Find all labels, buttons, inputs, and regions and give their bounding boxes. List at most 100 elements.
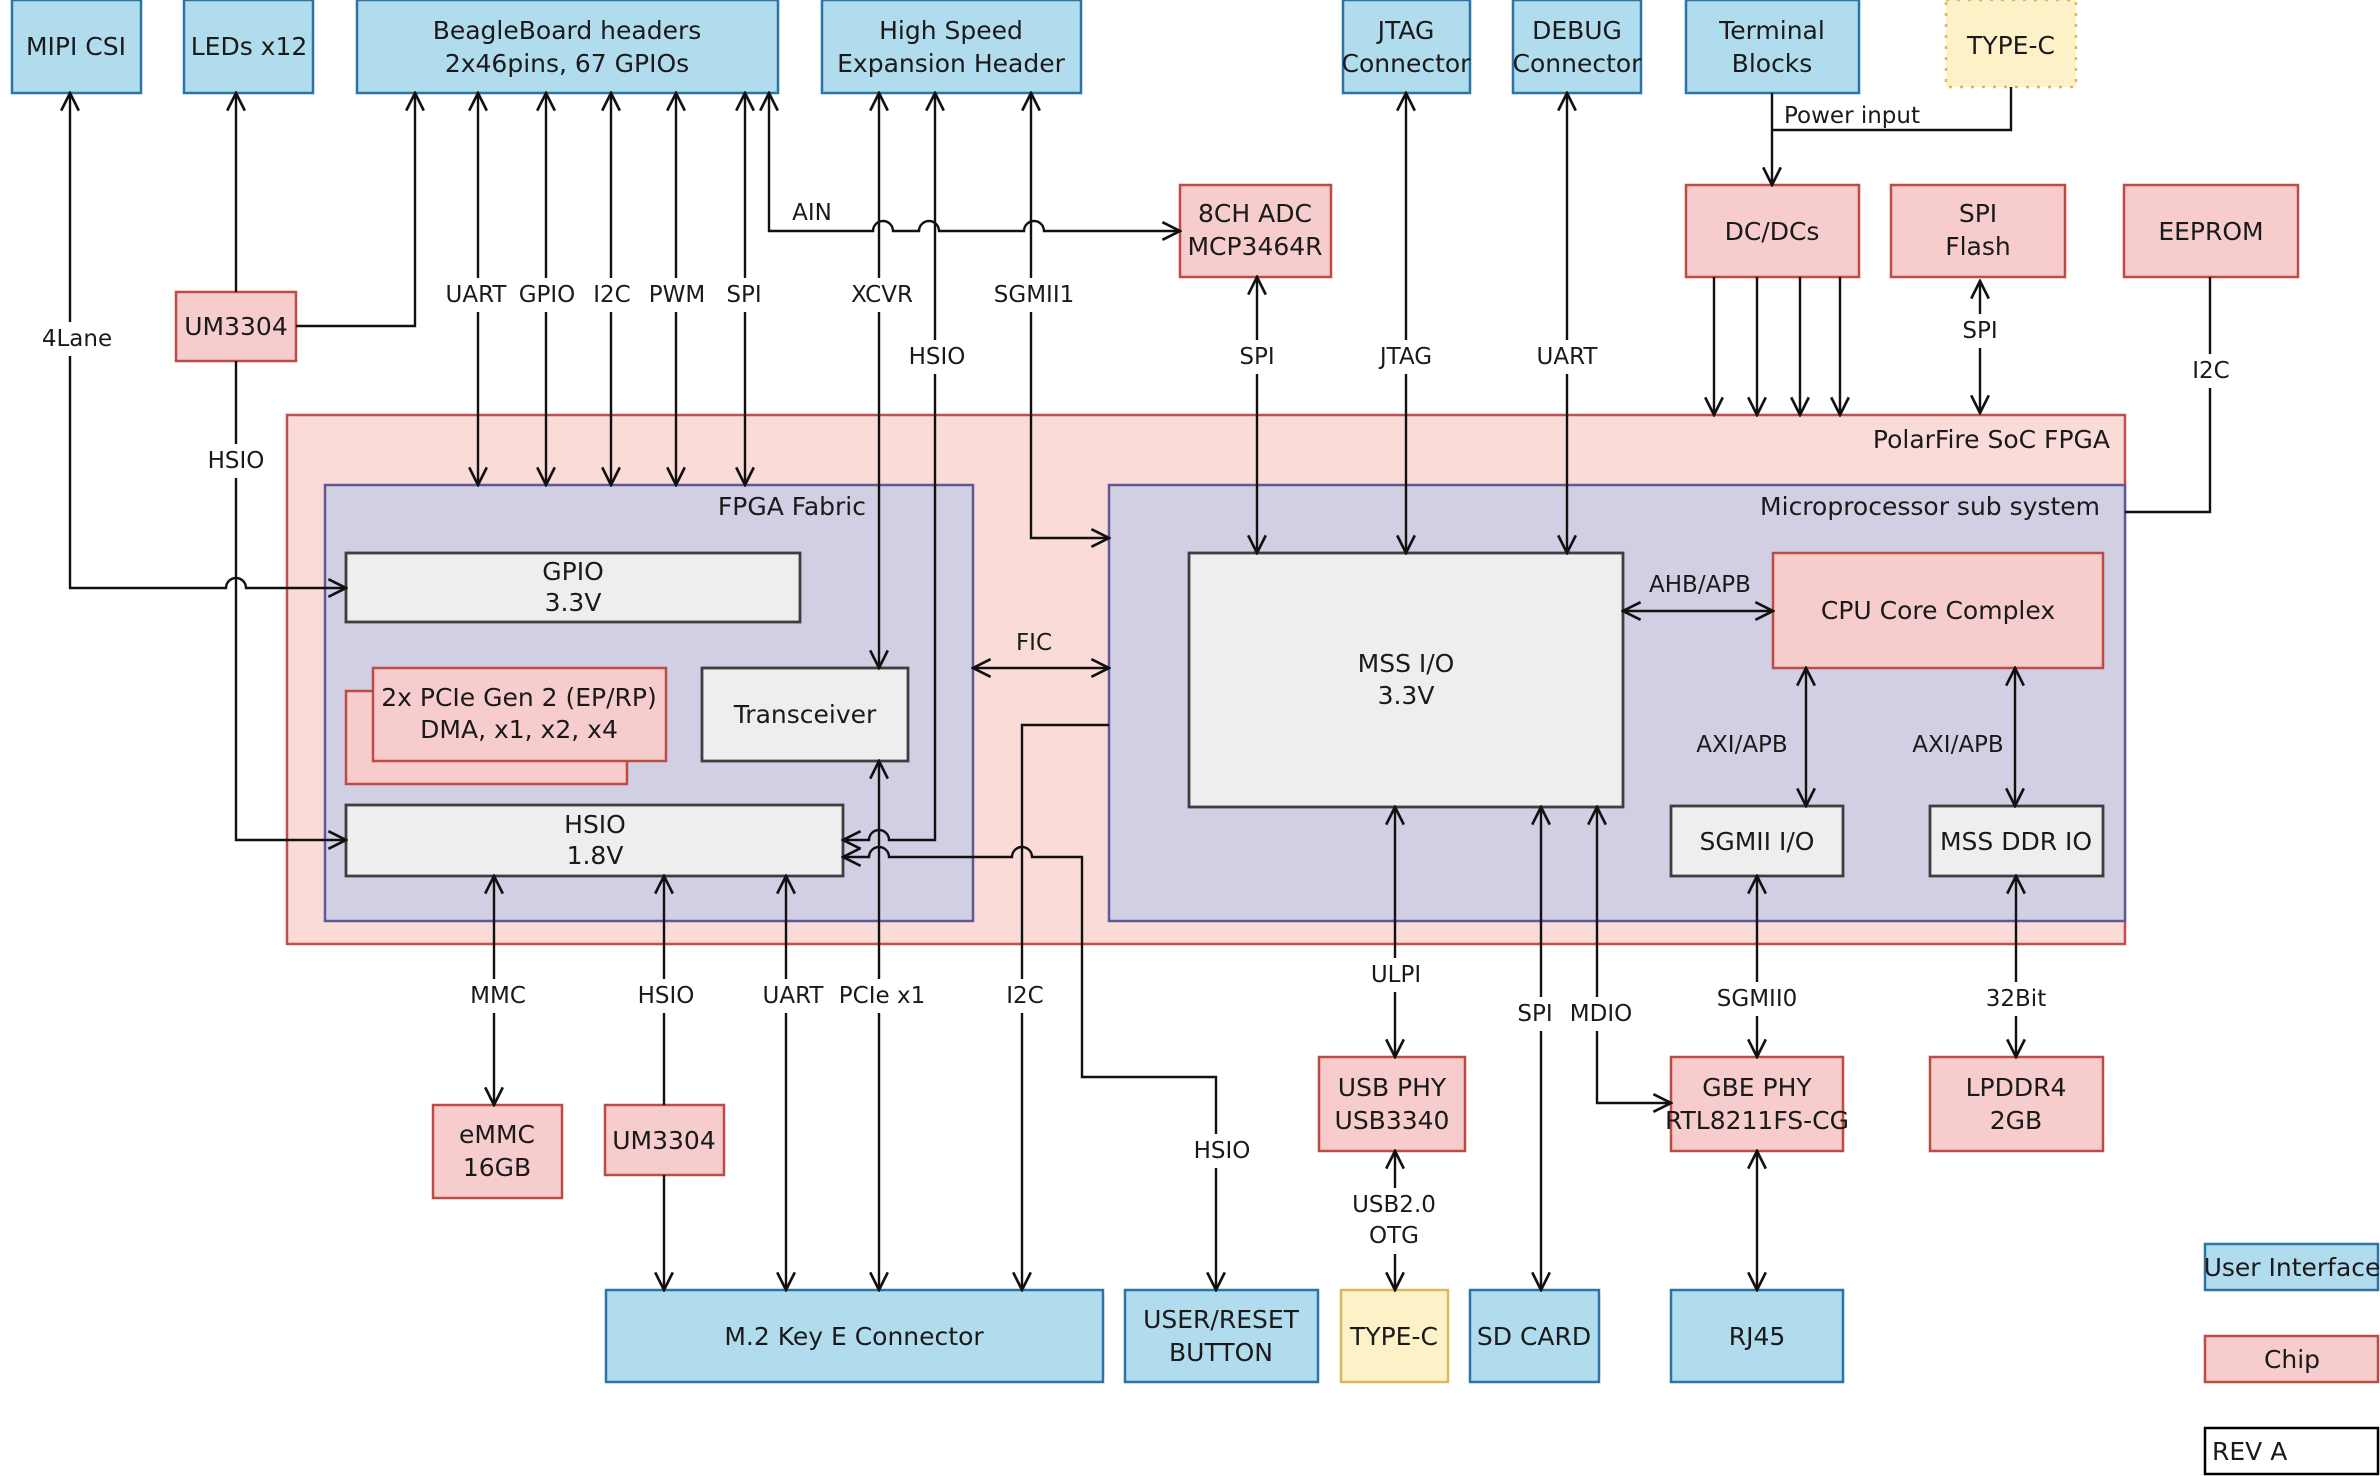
signal-text: SPI xyxy=(1962,318,1997,344)
signal-label-ain: AIN xyxy=(792,200,832,226)
signal-label-hsio-left: HSIO xyxy=(204,444,268,478)
signal-text: 32Bit xyxy=(1986,986,2046,1012)
signal-label-bg xyxy=(1003,979,1047,1013)
signal-label-pcie-x1: PCIe x1 xyxy=(835,979,929,1013)
mss-ddr-io-label: MSS DDR IO xyxy=(1940,827,2092,856)
signal-text: GPIO xyxy=(519,282,576,308)
jtag-connector[interactable]: JTAG Connector xyxy=(1342,0,1472,95)
wire-mdio xyxy=(1597,807,1671,1103)
signal-text: OTG xyxy=(1369,1223,1419,1249)
signal-label-uart-m2: UART xyxy=(759,979,828,1013)
signal-text: UART xyxy=(763,983,825,1009)
signal-label-mmc: MMC xyxy=(467,979,529,1013)
signal-text: 4Lane xyxy=(42,326,112,352)
um3304-bottom-chip[interactable]: UM3304 xyxy=(603,1103,726,1177)
signal-label-pwm-bb: PWM xyxy=(645,278,709,312)
sd-card-label: SD CARD xyxy=(1477,1322,1591,1351)
revision-box: REV A xyxy=(2203,1426,2380,1476)
signal-text: SPI xyxy=(726,282,761,308)
mss-title: Microprocessor sub system xyxy=(1760,492,2100,521)
typec-usb-connector[interactable]: TYPE-C xyxy=(1339,1288,1450,1384)
beagleboard-label: BeagleBoard headers xyxy=(433,16,702,45)
sgmii-io-block[interactable]: SGMII I/O xyxy=(1669,804,1845,878)
user-reset-button[interactable]: USER/RESET BUTTON xyxy=(1123,1288,1320,1384)
sgmii-io-label: SGMII I/O xyxy=(1700,827,1815,856)
hsio-block[interactable]: HSIO 1.8V xyxy=(344,803,845,878)
signal-text: I2C xyxy=(593,282,630,308)
dcdc-label: DC/DCs xyxy=(1725,217,1820,246)
signal-label-xcvr: XCVR xyxy=(848,278,916,312)
gpio-label: GPIO xyxy=(542,557,604,586)
signal-text: AHB/APB xyxy=(1649,572,1751,598)
wire-um3304-bb xyxy=(296,93,415,328)
signal-text: I2C xyxy=(1006,983,1043,1009)
signal-label-bg xyxy=(634,979,698,1013)
signal-label-spi-flash: SPI xyxy=(1959,314,2001,348)
gbe-phy-part: RTL8211FS-CG xyxy=(1665,1106,1849,1135)
um3304-top-chip[interactable]: UM3304 xyxy=(174,290,298,363)
emmc-size: 16GB xyxy=(463,1153,531,1182)
signal-text: HSIO xyxy=(1194,1138,1251,1164)
usb-phy-chip[interactable]: USB PHY USB3340 xyxy=(1317,1055,1467,1153)
rj45-connector[interactable]: RJ45 xyxy=(1669,1288,1845,1384)
typec-power-connector[interactable]: TYPE-C xyxy=(1944,0,2078,89)
high-speed-expansion-header[interactable]: High Speed Expansion Header xyxy=(820,0,1083,95)
cpu-core-complex[interactable]: CPU Core Complex xyxy=(1771,551,2105,670)
signal-label-i2c-bb: I2C xyxy=(590,278,634,312)
pcie-label: 2x PCIe Gen 2 (EP/RP) xyxy=(381,683,657,712)
signal-label-bg xyxy=(1350,1188,1440,1254)
gpio-block[interactable]: GPIO 3.3V xyxy=(344,551,802,624)
wire-hsio-left xyxy=(234,361,346,840)
m2-key-e-connector[interactable]: M.2 Key E Connector xyxy=(604,1288,1105,1384)
signal-label-bg xyxy=(723,278,765,312)
mipi-csi-connector[interactable]: MIPI CSI xyxy=(10,0,143,95)
mss-io-voltage: 3.3V xyxy=(1378,681,1435,710)
gpio-voltage: 3.3V xyxy=(545,588,602,617)
terminal-label: Terminal xyxy=(1718,16,1825,45)
signal-text: HSIO xyxy=(638,983,695,1009)
spi-flash-chip[interactable]: SPI Flash xyxy=(1889,183,2067,279)
eeprom-chip[interactable]: EEPROM xyxy=(2122,183,2300,279)
sd-card-slot[interactable]: SD CARD xyxy=(1468,1288,1601,1384)
signal-label-bg xyxy=(990,278,1078,312)
adc-chip[interactable]: 8CH ADC MCP3464R xyxy=(1178,183,1333,279)
cpu-label: CPU Core Complex xyxy=(1821,596,2055,625)
signal-label-bg xyxy=(515,278,579,312)
dcdc-chip[interactable]: DC/DCs xyxy=(1684,183,1861,279)
signal-text: SPI xyxy=(1517,1001,1552,1027)
signal-label-axi-apb-2: AXI/APB xyxy=(1912,732,2003,758)
signal-text: Power input xyxy=(1784,103,1920,129)
transceiver-block[interactable]: Transceiver xyxy=(700,666,910,763)
signal-label-power-input: Power input xyxy=(1784,103,1920,129)
gbe-phy-chip[interactable]: GBE PHY RTL8211FS-CG xyxy=(1665,1055,1849,1153)
pcie-block[interactable]: 2x PCIe Gen 2 (EP/RP) DMA, x1, x2, x4 xyxy=(344,666,668,786)
usb-phy-part: USB3340 xyxy=(1335,1106,1450,1135)
debug-connector[interactable]: DEBUG Connector xyxy=(1511,0,1643,95)
signal-text: UART xyxy=(1537,344,1599,370)
signal-text: SGMII1 xyxy=(994,282,1074,308)
adc-label: 8CH ADC xyxy=(1198,199,1312,228)
mss-io-block[interactable]: MSS I/O 3.3V xyxy=(1187,551,1625,809)
revision-label: REV A xyxy=(2212,1437,2287,1466)
signal-label-bg xyxy=(204,444,268,478)
mipi-csi-label: MIPI CSI xyxy=(26,32,126,61)
beagleboard-headers[interactable]: BeagleBoard headers 2x46pins, 67 GPIOs xyxy=(355,0,780,95)
spi-flash-detail: Flash xyxy=(1945,232,2011,261)
signal-label-bg xyxy=(38,322,116,356)
signal-label-uart-bb: UART xyxy=(442,278,511,312)
signal-label-bg xyxy=(1713,982,1801,1016)
legend-chip-label: Chip xyxy=(2264,1345,2320,1374)
lpddr4-chip[interactable]: LPDDR4 2GB xyxy=(1928,1055,2105,1153)
wire-power-typec xyxy=(1772,87,2013,132)
emmc-chip[interactable]: eMMC 16GB xyxy=(431,1103,564,1200)
signal-label-bg xyxy=(848,278,916,312)
adc-part: MCP3464R xyxy=(1187,232,1322,261)
typec-usb-label: TYPE-C xyxy=(1349,1322,1438,1351)
leds-block[interactable]: LEDs x12 xyxy=(182,0,315,95)
terminal-blocks[interactable]: Terminal Blocks xyxy=(1684,0,1861,95)
signal-label-bg xyxy=(2189,354,2233,388)
mss-ddr-io-block[interactable]: MSS DDR IO xyxy=(1928,804,2105,878)
signal-text: MMC xyxy=(470,983,526,1009)
